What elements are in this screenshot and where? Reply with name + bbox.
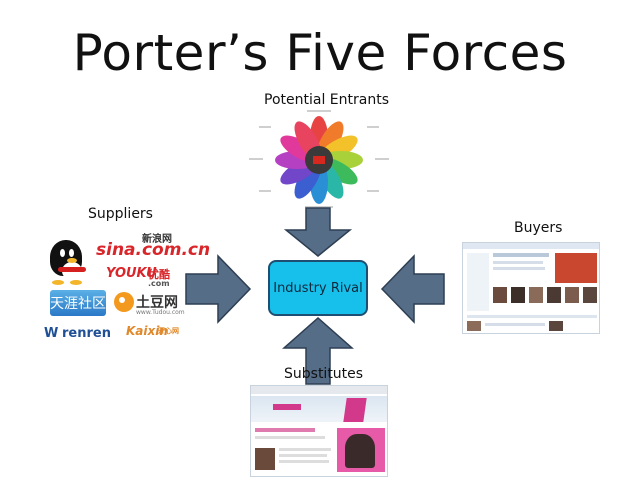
- arrow-right-from-suppliers: [185, 254, 252, 324]
- tudou-logo: 土豆网: [136, 295, 178, 311]
- youku-com-text: .com: [148, 279, 170, 288]
- youku-logo: YOUKU: [106, 266, 157, 281]
- arrow-left-from-buyers: [380, 254, 445, 324]
- suppliers-logos: sina.com.cn 新浪网 YOUKU 优酷 .com 天涯社区 土豆网 w…: [44, 232, 210, 342]
- renren-logo: renren: [62, 326, 111, 341]
- sina-cn-logo: 新浪网: [142, 234, 172, 245]
- buyers-label: Buyers: [514, 220, 563, 236]
- kaixin-logo: Kaixin: [126, 324, 168, 338]
- renren-logo-mark: W: [44, 326, 59, 341]
- tudou-icon: [114, 292, 134, 312]
- tudou-url: www.Tudou.com: [136, 309, 185, 316]
- industry-rival-box: Industry Rival: [268, 260, 368, 316]
- qq-penguin-icon: [50, 240, 86, 285]
- page-title: Porter’s Five Forces: [72, 24, 568, 82]
- arrow-up-from-substitutes: [282, 316, 354, 385]
- kaixin-cn-logo: 开心网: [158, 327, 179, 335]
- buyers-screenshot: [462, 242, 600, 334]
- industry-rival-label: Industry Rival: [273, 280, 363, 296]
- substitutes-label: Substitutes: [284, 366, 364, 382]
- youku-cn-logo: 优酷: [148, 268, 170, 281]
- suppliers-label: Suppliers: [88, 206, 153, 222]
- potential-entrants-petal-image: [249, 110, 389, 208]
- sina-logo: sina.com.cn: [96, 240, 211, 260]
- tianya-logo: 天涯社区: [50, 290, 106, 316]
- substitutes-screenshot: [250, 385, 388, 477]
- arrow-down-from-entrants: [283, 207, 353, 257]
- potential-entrants-label: Potential Entrants: [264, 92, 389, 108]
